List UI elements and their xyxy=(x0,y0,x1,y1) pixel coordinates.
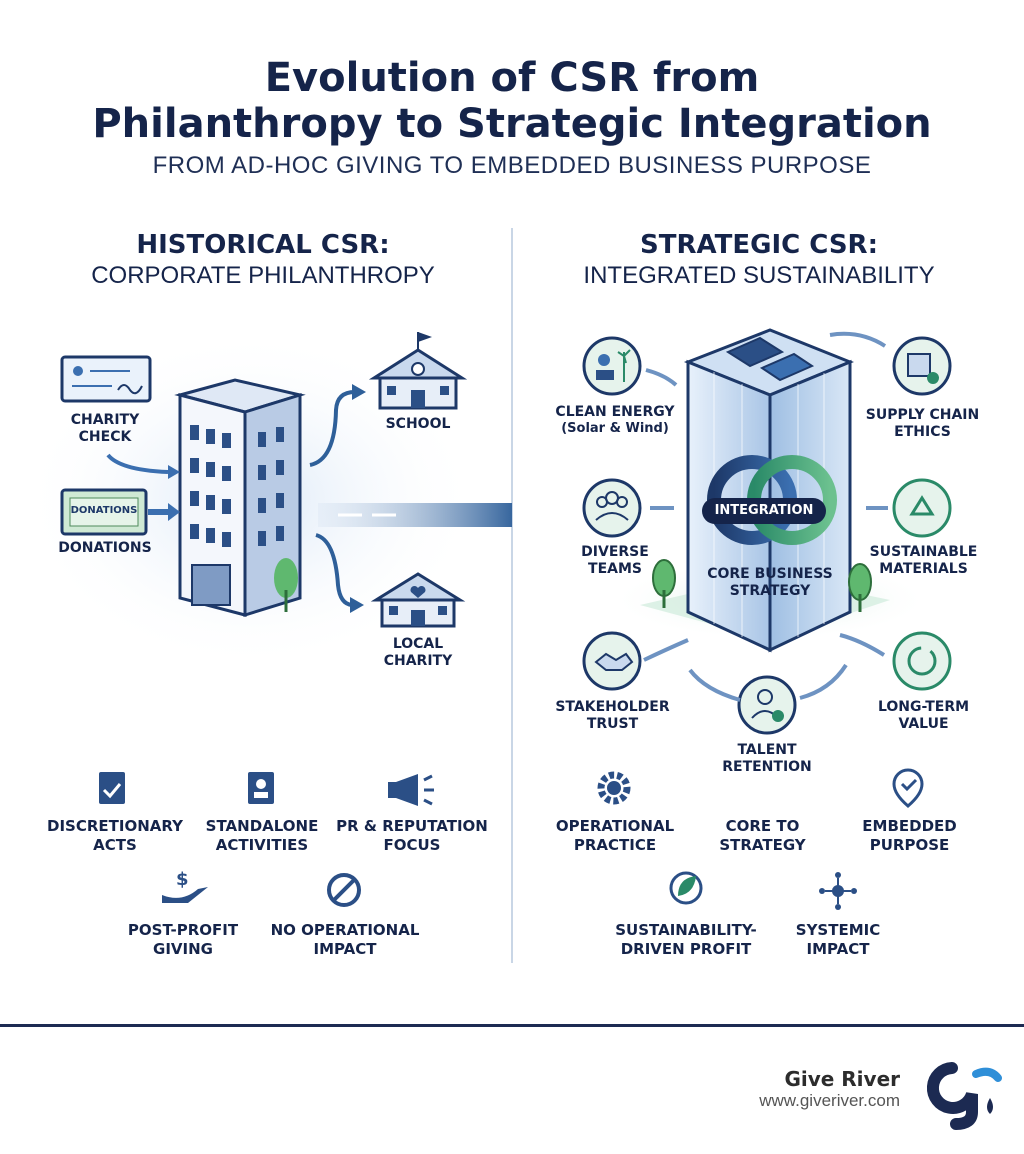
long-term-value-node xyxy=(892,631,952,691)
stakeholder-trust-node xyxy=(582,631,642,691)
integration-illustration xyxy=(582,328,952,735)
donations-banknote-icon xyxy=(60,488,148,536)
page-subtitle: FROM AD-HOC GIVING TO EMBEDDED BUSINESS … xyxy=(152,152,872,179)
profile-book-icon xyxy=(248,772,274,804)
right-subheading: INTEGRATED SUSTAINABILITY xyxy=(583,262,935,289)
give-river-logo-icon xyxy=(926,1062,1002,1130)
banknote-text: DONATIONS xyxy=(70,505,138,516)
left-heading: HISTORICAL CSR: xyxy=(136,230,390,260)
brand-name: Give River xyxy=(784,1067,900,1091)
svg-text:$: $ xyxy=(176,869,189,890)
left-subheading: CORPORATE PHILANTHROPY xyxy=(91,262,435,289)
office-building-icon xyxy=(174,378,306,618)
leaf-icon xyxy=(669,871,703,905)
gear-icon xyxy=(597,771,631,805)
hand-dollar-icon: $ xyxy=(162,869,208,903)
clean-energy-node xyxy=(582,336,642,396)
tree-left-icon xyxy=(652,559,676,608)
philanthropy-illustration xyxy=(20,330,512,670)
integration-badge: INTEGRATION xyxy=(714,503,814,518)
prohibited-icon xyxy=(327,873,361,907)
school-building-icon xyxy=(368,332,468,410)
page-title-line2: Philanthropy to Strategic Integration xyxy=(92,101,932,147)
right-feature-icons xyxy=(597,768,924,910)
talent-retention-node xyxy=(737,675,797,735)
clean-energy-label: CLEAN ENERGY(Solar & Wind) xyxy=(555,404,675,436)
charity-house-icon xyxy=(370,572,466,628)
megaphone-icon xyxy=(388,774,434,806)
diverse-teams-node xyxy=(582,478,642,538)
network-icon xyxy=(819,872,857,910)
document-check-icon xyxy=(99,772,125,804)
right-heading: STRATEGIC CSR: xyxy=(640,230,878,260)
page-title-line1: Evolution of CSR from xyxy=(264,55,760,101)
school-label: SCHOOL xyxy=(385,416,451,432)
feature-sustainability-driven-profit: SUSTAINABILITY-DRIVEN PROFIT xyxy=(615,921,757,958)
integration-rings-icon xyxy=(702,455,837,545)
footer-divider xyxy=(0,1024,1024,1027)
left-feature-icons: $ xyxy=(99,772,434,907)
sustainable-materials-node xyxy=(892,478,952,538)
charity-check-icon xyxy=(60,355,152,403)
tree-right-icon xyxy=(848,563,872,612)
supply-chain-node xyxy=(892,336,952,396)
brand-url: www.giveriver.com xyxy=(759,1091,900,1110)
donations-label: DONATIONS xyxy=(58,540,152,556)
section-divider xyxy=(511,228,513,963)
location-check-icon xyxy=(892,768,924,808)
